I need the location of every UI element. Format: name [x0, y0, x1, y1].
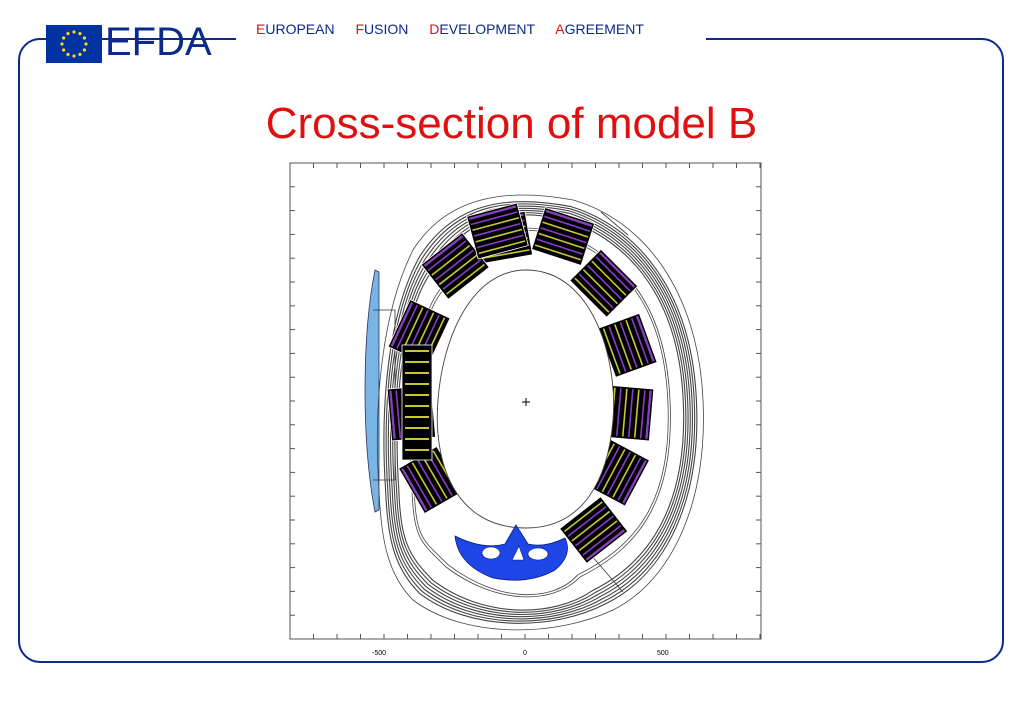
flag-star — [62, 48, 66, 52]
inboard-stripe — [405, 383, 429, 385]
vessel-contour — [376, 194, 704, 631]
x-tick-label-0: 0 — [523, 650, 527, 657]
blanket-module — [420, 232, 490, 300]
blanket-module — [569, 248, 639, 318]
center-cross — [522, 398, 530, 406]
eu-flag-icon — [46, 25, 102, 63]
slide-title: Cross-section of model B — [265, 99, 758, 148]
logo-text: EFDA — [105, 20, 212, 64]
agreement-word-1: EUROPEAN — [256, 21, 335, 37]
port-line — [590, 554, 624, 593]
flag-star — [84, 42, 88, 46]
blanket-module — [604, 384, 655, 442]
blanket-module — [559, 496, 629, 564]
inboard-module — [401, 344, 433, 461]
frame-gap — [236, 30, 706, 50]
blanket-module — [466, 202, 529, 260]
x-tick-label-500: 500 — [657, 650, 669, 657]
flag-star — [62, 36, 66, 40]
port-line — [600, 211, 629, 236]
agreement-word-3: DEVELOPMENT — [429, 21, 536, 37]
flag-star — [72, 30, 76, 34]
inboard-stripe — [405, 394, 429, 396]
inboard-stripe — [405, 449, 429, 451]
inboard-stripe — [405, 405, 429, 407]
cross-section-figure — [283, 160, 768, 660]
vessel-contour — [385, 203, 696, 622]
vessel-contour — [383, 201, 698, 624]
inboard-stripe — [405, 416, 429, 418]
inboard-stripe — [405, 350, 429, 352]
agreement-line: EUROPEAN FUSION DEVELOPMENT AGREEMENT — [256, 21, 661, 37]
blanket-module — [531, 206, 596, 266]
inboard-stripe — [405, 438, 429, 440]
agreement-word-2: FUSION — [355, 21, 409, 37]
flag-star — [78, 32, 82, 36]
solenoid-shape — [364, 269, 380, 513]
divertor-shape — [454, 524, 568, 581]
inboard-stripe — [405, 427, 429, 429]
flag-star — [66, 52, 70, 56]
plasma-boundary — [436, 269, 615, 529]
flag-star — [78, 52, 82, 56]
flag-star — [66, 32, 70, 36]
flag-star — [82, 48, 86, 52]
inboard-stripe — [405, 361, 429, 363]
inboard-stripe — [405, 372, 429, 374]
blanket-module — [398, 445, 464, 515]
x-tick-label-neg500: -500 — [372, 650, 387, 657]
flag-star — [82, 36, 86, 40]
flag-star — [72, 54, 76, 58]
flag-star — [60, 42, 64, 46]
agreement-word-4: AGREEMENT — [555, 21, 644, 37]
